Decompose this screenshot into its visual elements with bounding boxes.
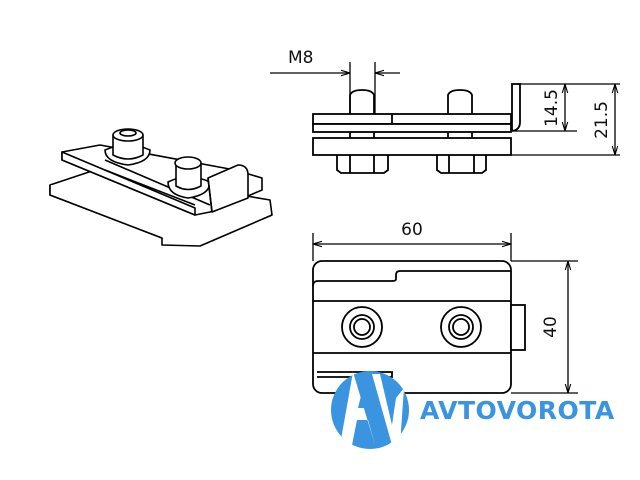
height-total-label: 21.5	[592, 101, 612, 139]
width-label: 60	[401, 220, 423, 240]
side-view	[312, 83, 521, 174]
avtovorota-logo: AVTOVOROTA	[331, 371, 615, 449]
depth-label: 40	[541, 316, 561, 338]
top-view-dimensions	[312, 233, 578, 394]
logo-brand-text: AVTOVOROTA	[420, 396, 615, 425]
isometric-view	[49, 128, 273, 247]
height-inner-label: 14.5	[542, 89, 562, 127]
thread-size-label: M8	[288, 48, 313, 68]
side-view-dimensions	[270, 62, 620, 156]
top-view	[312, 260, 526, 394]
